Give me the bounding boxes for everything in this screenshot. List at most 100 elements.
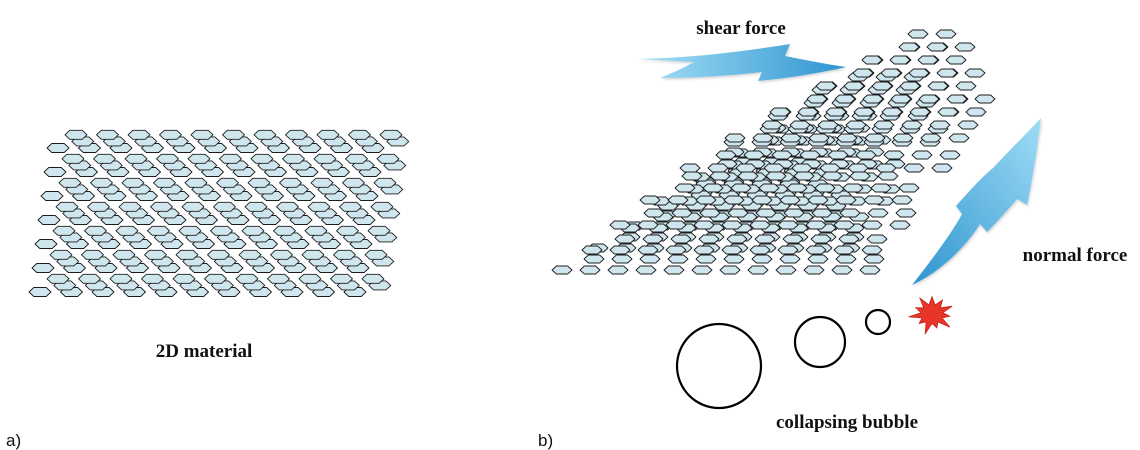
hexagon-cell — [754, 234, 776, 244]
caption-2d-material: 2D material — [156, 341, 253, 362]
hexagon-cell — [779, 254, 801, 264]
hexagon-cell — [364, 249, 388, 260]
hexagon-cell — [115, 225, 139, 236]
hexagon-cell — [817, 120, 839, 130]
hexagon-cell — [181, 201, 205, 212]
hexagon-cell — [253, 129, 277, 140]
hexagon-cell — [310, 177, 334, 188]
hexagon-cell — [737, 171, 759, 181]
hexagon-cell — [614, 234, 636, 244]
hexagon-cell — [671, 208, 693, 218]
hexagon-cell — [765, 171, 787, 181]
hexagon-cell — [937, 107, 959, 117]
hexagon-cell — [667, 254, 689, 264]
hexagon-cell — [939, 150, 961, 160]
hexagon-cell — [810, 234, 832, 244]
hexagon-cell — [954, 42, 976, 52]
hexagon-cell — [779, 195, 801, 205]
hexagon-cell — [244, 201, 268, 212]
hexagon-cell — [866, 234, 888, 244]
material-sheet — [639, 111, 920, 205]
hexagon-cell — [724, 133, 746, 143]
hexagon-cell — [861, 245, 883, 255]
hexagon-cell — [929, 120, 951, 130]
hexagon-cell — [791, 163, 813, 173]
hexagon-cell — [49, 249, 73, 260]
hexagon-cell — [31, 263, 55, 273]
hexagon-cell — [28, 287, 52, 297]
hexagon-cell — [891, 195, 913, 205]
shear-force-label: shear force — [696, 18, 786, 39]
hexagon-cell — [735, 163, 757, 173]
hexagon-cell — [204, 273, 227, 284]
hexagon-cell — [859, 265, 881, 275]
hexagon-cell — [797, 107, 819, 117]
hexagon-cell — [749, 245, 771, 255]
material-sheet — [34, 225, 398, 249]
hexagon-cell — [698, 234, 720, 244]
hexagon-cell — [219, 153, 242, 164]
hexagon-cell — [81, 249, 104, 260]
hexagon-cell — [118, 201, 142, 212]
normal-force-arrow-icon — [912, 118, 1041, 285]
hexagon-cell — [833, 220, 855, 230]
hexagon-cell — [819, 163, 841, 173]
hexagon-cell — [345, 153, 368, 164]
hexagon-cell — [124, 153, 148, 164]
hexagon-cell — [635, 265, 657, 275]
hexagon-cell — [777, 245, 799, 255]
hexagon-cell — [805, 245, 827, 255]
hexagon-cell — [693, 220, 715, 230]
normal-force-label: normal force — [1023, 245, 1128, 266]
hexagon-cell — [339, 201, 362, 212]
medium-bubble-icon — [793, 315, 847, 369]
hexagon-cell — [835, 254, 857, 264]
material-sheet — [43, 153, 407, 177]
hexagon-cell — [663, 265, 685, 275]
hexagon-cell — [763, 163, 785, 173]
hexagon-cell — [903, 163, 925, 173]
hexagon-cell — [674, 183, 696, 193]
hexagon-cell — [367, 225, 391, 236]
hexagon-cell — [751, 254, 773, 264]
hexagon-cell — [90, 177, 113, 188]
hexagon-cell — [665, 220, 687, 230]
hexagon-cell — [835, 195, 857, 205]
hexagon-cell — [827, 150, 849, 160]
hexagon-cell — [373, 177, 397, 188]
hexagon-cell — [864, 133, 886, 143]
hexagon-cell — [783, 208, 805, 218]
hexagon-cell — [849, 171, 871, 181]
hexagon-cell — [379, 129, 403, 140]
hexagon-cell — [847, 163, 869, 173]
hexagon-cell — [175, 249, 199, 260]
hexagon-cell — [723, 254, 745, 264]
hexagon-cell — [34, 239, 58, 249]
hexagon-cell — [40, 191, 64, 201]
hexagon-cell — [216, 177, 239, 188]
hexagon-cell — [898, 42, 920, 52]
hexagon-cell — [861, 55, 883, 65]
hexagon-cell — [637, 245, 659, 255]
hexagon-cell — [172, 273, 196, 284]
hexagon-cell — [187, 153, 211, 164]
hexagon-cell — [581, 245, 603, 255]
hexagon-cell — [207, 249, 230, 260]
large-bubble-icon — [675, 322, 763, 410]
material-sheet — [46, 129, 410, 153]
hexagon-cell — [579, 265, 601, 275]
hexagon-cell — [761, 120, 783, 130]
hexagon-cell — [727, 208, 749, 218]
hexagon-cell — [895, 208, 917, 218]
hexagon-cell — [852, 68, 874, 78]
material-sheet — [581, 157, 888, 255]
hexagon-cell — [892, 133, 914, 143]
hexagon-cell — [721, 220, 743, 230]
hexagon-cell — [235, 273, 259, 284]
hexagon-cell — [112, 249, 136, 260]
material-sheet — [37, 201, 401, 225]
hexagon-cell — [803, 265, 825, 275]
hexagon-cell — [184, 177, 208, 188]
hexagon-cell — [144, 249, 167, 260]
hexagon-cell — [806, 94, 828, 104]
